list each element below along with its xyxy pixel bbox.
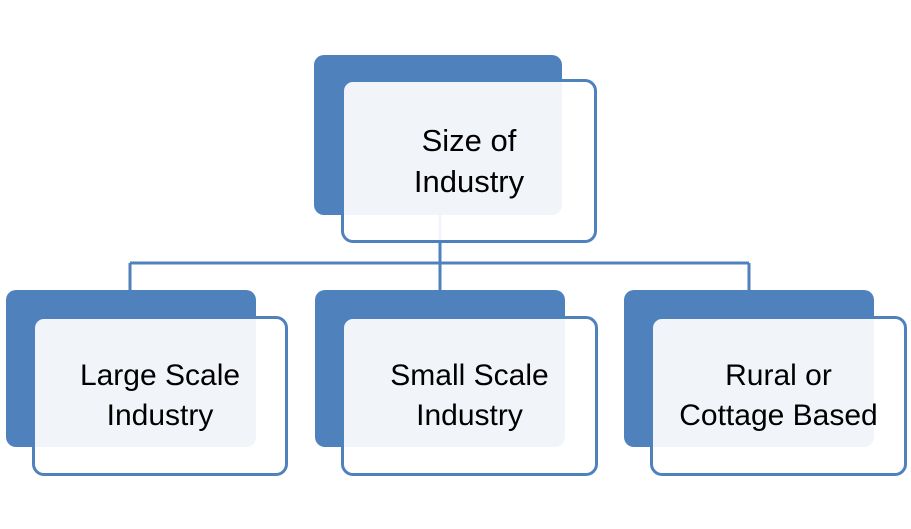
root-node-box: Size of Industry <box>341 79 597 243</box>
child-node-large-scale-box: Large Scale Industry <box>32 316 288 476</box>
child-node-rural-cottage-box: Rural or Cottage Based <box>650 316 907 476</box>
root-node: Size of Industry <box>314 55 598 243</box>
child-node-large-scale-label: Large Scale Industry <box>79 359 241 432</box>
root-node-label: Size of Industry <box>413 123 525 199</box>
child-node-rural-cottage-label: Rural or Cottage Based <box>679 359 878 432</box>
child-node-small-scale: Small Scale Industry <box>315 290 598 476</box>
child-node-small-scale-box: Small Scale Industry <box>341 316 598 476</box>
child-node-large-scale: Large Scale Industry <box>6 290 288 476</box>
child-node-rural-cottage: Rural or Cottage Based <box>624 290 907 476</box>
child-node-small-scale-label: Small Scale Industry <box>390 359 549 432</box>
